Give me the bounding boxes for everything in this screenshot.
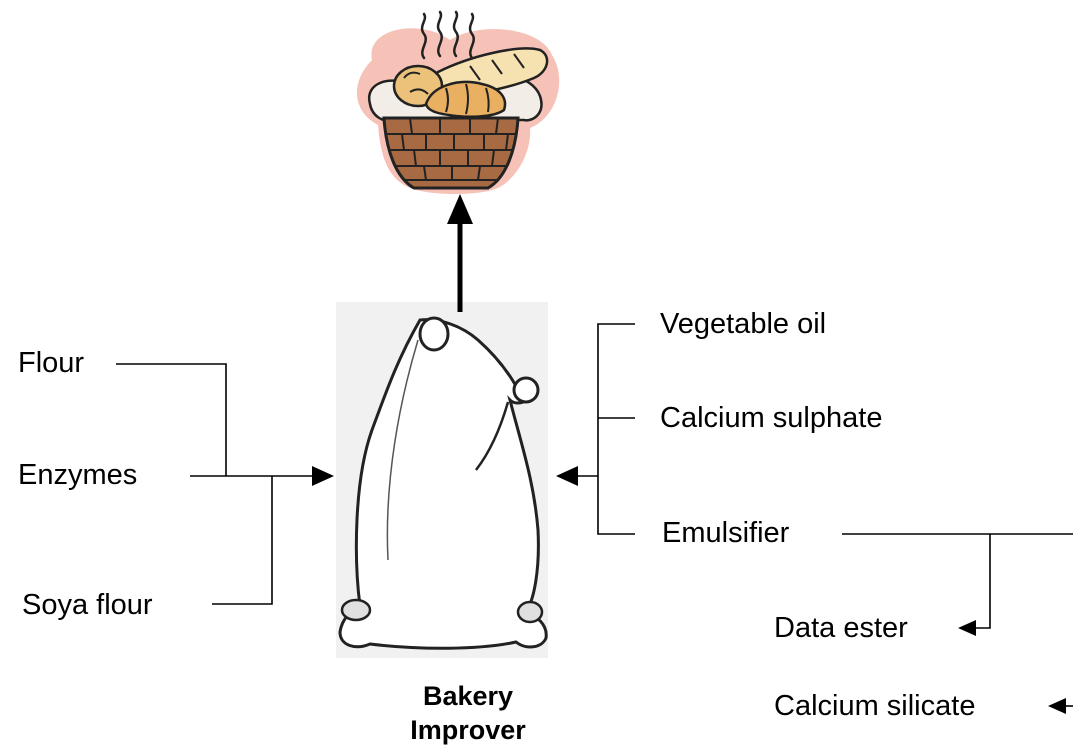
data-ester-arrow	[958, 620, 976, 636]
right-input-arrow	[556, 466, 578, 486]
ingredient-flour: Flour	[18, 349, 84, 378]
product-name-line1: Bakery	[368, 680, 568, 714]
calcium-silicate-arrow	[1048, 698, 1066, 714]
ingredient-soya-flour: Soya flour	[22, 591, 153, 620]
left-connector-lines	[116, 364, 312, 604]
ingredient-enzymes: Enzymes	[18, 461, 137, 490]
bread-basket-icon	[357, 12, 559, 194]
ingredient-emulsifier: Emulsifier	[662, 519, 789, 548]
product-name-line2: Improver	[368, 714, 568, 748]
product-name: Bakery Improver	[368, 680, 568, 748]
emulsifier-data-ester: Data ester	[774, 614, 908, 643]
right-connector-lines	[578, 324, 635, 534]
left-input-arrow	[312, 466, 334, 486]
mixing-sack-icon	[336, 302, 548, 658]
output-arrow	[447, 194, 473, 312]
ingredient-vegetable-oil: Vegetable oil	[660, 310, 826, 339]
emulsifier-calcium-silicate: Calcium silicate	[774, 692, 975, 721]
ingredient-calcium-sulphate: Calcium sulphate	[660, 404, 882, 433]
